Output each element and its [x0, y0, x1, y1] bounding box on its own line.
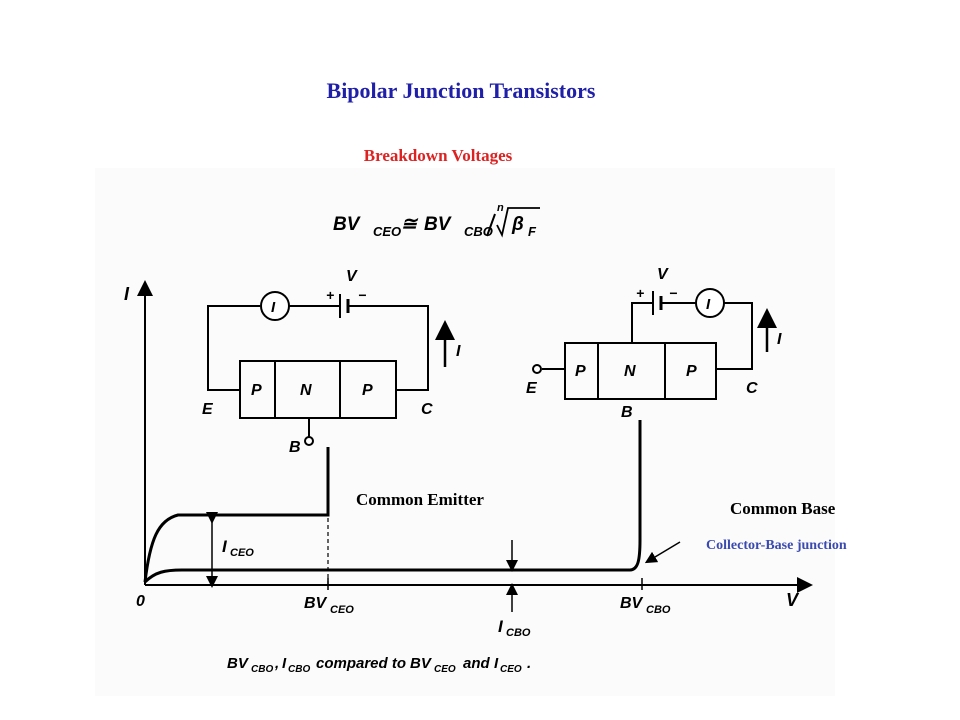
ce-wire-left: [207, 305, 260, 391]
ce-region-p1: P: [251, 382, 262, 399]
cb-emitter-terminal: [532, 364, 542, 374]
circuit-common-base: P N P E + − V I I C B: [526, 266, 782, 421]
cbo-curve: [143, 420, 642, 584]
caption-i-ceo-sub: CEO: [500, 664, 522, 675]
eq-beta-sub: F: [528, 224, 537, 239]
eq-slash: [486, 213, 496, 237]
eq-lhs: BV: [333, 214, 361, 235]
cb-battery-minus: −: [669, 285, 677, 301]
caption-sep: ,: [274, 655, 279, 672]
ce-base-terminal: [304, 436, 314, 446]
bv-cbo-label: BV: [620, 595, 644, 612]
bv-ceo-sub: CEO: [330, 604, 354, 616]
ce-ammeter-label: I: [271, 299, 276, 316]
cb-transistor-body: [564, 342, 717, 400]
cb-wire-base: [631, 302, 653, 343]
y-axis-label: I: [124, 284, 130, 304]
common-emitter-label: Common Emitter: [356, 490, 484, 509]
bv-cbo-sub: CBO: [646, 604, 671, 616]
cb-battery-plus: +: [636, 285, 644, 301]
ce-battery-plus: +: [326, 287, 334, 303]
circuit-common-emitter: P N P I + − V I E C B: [202, 268, 461, 456]
caption-i-cbo: I: [282, 655, 287, 672]
ce-emitter-label: E: [202, 401, 214, 418]
cb-base-label: B: [621, 404, 633, 421]
caption-bv-cbo-sub: CBO: [251, 664, 273, 675]
collector-base-junction-label: Collector-Base junction: [706, 538, 847, 553]
caption-i-ceo: I: [494, 655, 499, 672]
ce-region-p2: P: [362, 382, 373, 399]
caption-and: and: [463, 655, 491, 672]
axes: I V 0 BV CEO BV CBO: [124, 280, 813, 616]
origin-label: 0: [136, 593, 145, 610]
slide-subtitle: Breakdown Voltages: [363, 146, 513, 165]
i-ceo-sub: CEO: [230, 547, 254, 559]
ce-battery-minus: −: [358, 287, 366, 303]
eq-rhs: BV: [424, 214, 452, 235]
x-axis-label: V: [786, 590, 800, 610]
eq-approx: ≅: [401, 214, 419, 235]
i-ceo-label: I: [222, 537, 228, 556]
slide-title: Bipolar Junction Transistors: [326, 78, 596, 103]
cb-emitter-label: E: [526, 380, 538, 397]
figure-caption: BV CBO , I CBO compared to BV CEO and I …: [227, 655, 531, 675]
cb-region-n: N: [624, 363, 636, 380]
junction-pointer-arrow: [644, 541, 681, 564]
eq-rhs-sub: CBO: [464, 224, 493, 239]
figure-background: [95, 168, 835, 696]
cb-source-label: V: [657, 266, 669, 283]
caption-bv-cbo: BV: [227, 655, 250, 672]
caption-compared: compared to: [316, 655, 406, 672]
i-cbo-indicator: I CBO: [498, 540, 531, 639]
bv-ceo-label: BV: [304, 595, 328, 612]
eq-beta: β: [511, 214, 524, 235]
i-ceo-dimension: I CEO: [206, 512, 254, 588]
eq-root-index: n: [497, 202, 504, 214]
cb-ammeter-label: I: [706, 296, 711, 313]
cb-collector-label: C: [746, 380, 758, 397]
ce-base-label: B: [289, 439, 301, 456]
caption-bv-ceo-sub: CEO: [434, 664, 456, 675]
ce-collector-label: C: [421, 401, 433, 418]
ceo-curve: [143, 447, 330, 583]
i-cbo-sub: CBO: [506, 627, 531, 639]
caption-i-cbo-sub: CBO: [288, 664, 310, 675]
cb-region-p1: P: [575, 363, 586, 380]
ce-current-label: I: [456, 343, 461, 360]
cb-current-label: I: [777, 331, 782, 348]
ce-wire-right: [348, 305, 429, 391]
eq-lhs-sub: CEO: [373, 224, 401, 239]
breakdown-equation: BV CEO ≅ BV CBO n β F: [333, 202, 540, 239]
iv-curves: [143, 420, 642, 584]
common-base-label: Common Base: [730, 499, 836, 518]
caption-bv-ceo: BV: [410, 655, 433, 672]
caption-end: .: [527, 655, 531, 672]
ce-region-n: N: [300, 382, 312, 399]
cb-wire-right: [716, 302, 753, 370]
cb-region-p2: P: [686, 363, 697, 380]
ce-source-label: V: [346, 268, 358, 285]
i-cbo-label: I: [498, 617, 504, 636]
eq-radical: [496, 207, 540, 238]
